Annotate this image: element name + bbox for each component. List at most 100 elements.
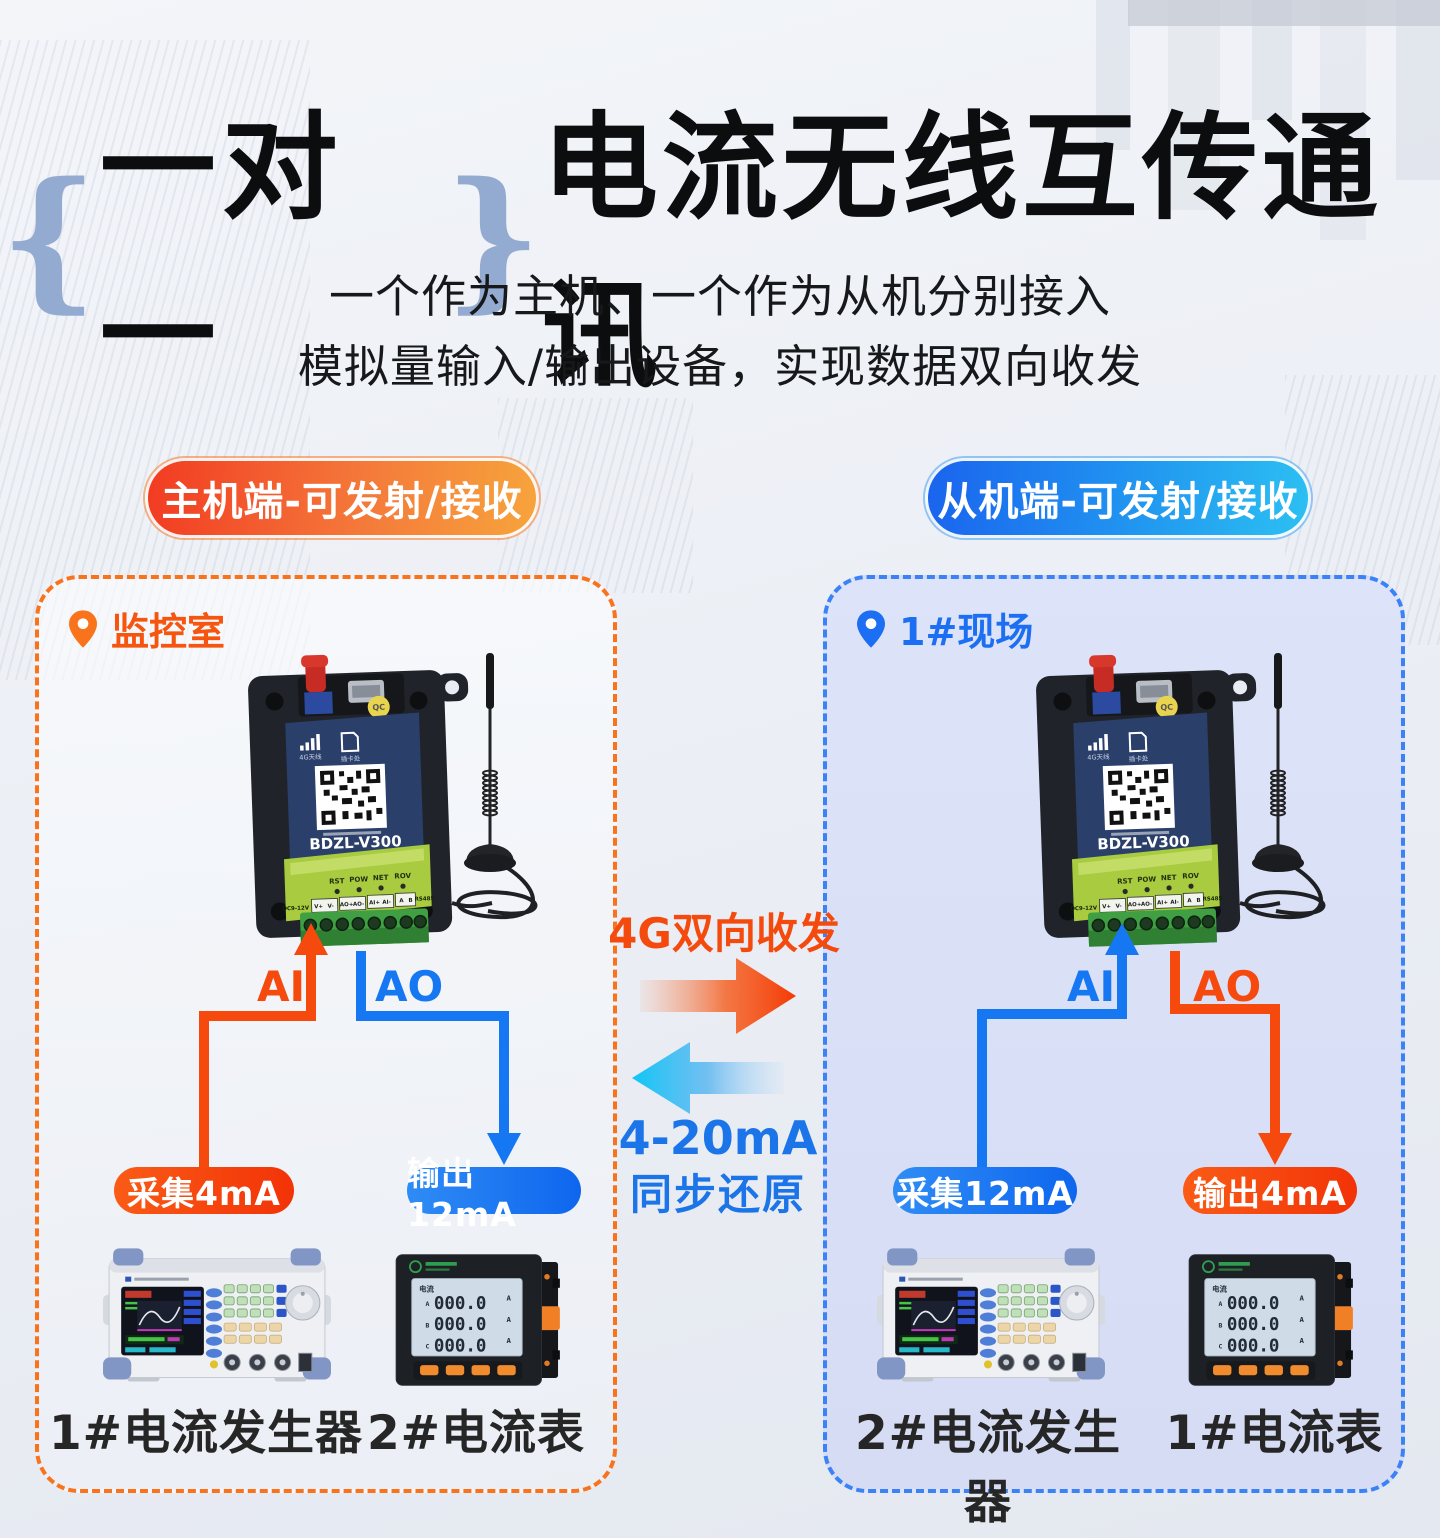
svg-text:V-: V- <box>328 904 334 910</box>
output-pill: 输出4mA <box>1183 1167 1357 1214</box>
arrow-left-icon <box>632 1042 784 1114</box>
svg-text:000.0: 000.0 <box>1227 1336 1280 1356</box>
location-label: 监控室 <box>111 610 226 654</box>
svg-text:C: C <box>1219 1343 1223 1351</box>
svg-text:V+: V+ <box>314 904 323 910</box>
svg-text:AI+: AI+ <box>1157 900 1169 906</box>
slave-zone-box: 1#现场 <box>823 575 1405 1530</box>
svg-text:AI+: AI+ <box>369 900 381 906</box>
bnc-connectors <box>223 1352 313 1372</box>
meter-slot: 电流 A 000.0 A B 000.0 A C 000.0 A <box>1177 1251 1365 1389</box>
qc-sticker <box>367 695 390 718</box>
generator-screen <box>895 1286 978 1356</box>
title-rest: 电流无线互传通讯 <box>541 101 1382 404</box>
svg-text:C: C <box>426 1343 430 1351</box>
svg-text:RST: RST <box>1117 877 1133 886</box>
title-brace-left: { <box>0 148 98 327</box>
slave-badge: 从机端-可发射/接收 <box>925 458 1311 538</box>
led-labels: RST POW NET ROV <box>329 872 412 886</box>
generator-keypad <box>997 1284 1061 1344</box>
svg-text:POW: POW <box>1137 875 1156 884</box>
svg-text:POW: POW <box>349 875 368 884</box>
current-generator-image <box>103 1248 331 1382</box>
meter-lcd: 电流 A 000.0 A B 000.0 A C 000.0 A <box>411 1278 523 1357</box>
svg-text:电流: 电流 <box>1212 1284 1227 1293</box>
location-row-left: 监控室 <box>67 601 225 656</box>
current-generator-image <box>877 1248 1105 1382</box>
subtitle: 一个作为主机、一个作为从机分别接入 模拟量输入/输出设备，实现数据双向收发 <box>0 262 1440 402</box>
svg-text:A: A <box>507 1294 512 1303</box>
current-meter-image: 电流 A 000.0 A B 000.0 A C 000.0 A <box>1188 1254 1353 1386</box>
svg-text:V-: V- <box>1116 904 1122 910</box>
output-pill: 输出12mA <box>407 1154 581 1234</box>
subtitle-line2: 模拟量输入/输出设备，实现数据双向收发 <box>297 339 1143 393</box>
generator-slot <box>875 1244 1107 1391</box>
svg-text:B: B <box>426 1321 430 1329</box>
antenna-label: 4G天线 <box>299 752 322 762</box>
title-brace-right: } <box>444 148 542 327</box>
svg-text:000.0: 000.0 <box>434 1315 487 1335</box>
generator-keypad <box>223 1284 287 1344</box>
range-label: 4-20mA <box>618 1111 818 1165</box>
soft-key-buttons <box>205 1288 223 1358</box>
terminal-labels: DC9-12V V+ V- AO+ AO- AI+ AI- A B RS485 <box>282 892 435 913</box>
generator-label: 1#电流发生器 <box>48 1406 364 1461</box>
arrow-right-icon <box>640 958 796 1034</box>
terminal-block-icon <box>1087 908 1217 947</box>
master-zone-box: 监控室 <box>35 575 617 1493</box>
ai-label: AI <box>257 962 306 1011</box>
svg-text:AO-: AO- <box>1141 902 1153 908</box>
svg-text:A: A <box>1187 898 1192 904</box>
svg-text:QC: QC <box>1160 703 1173 712</box>
svg-text:A: A <box>1300 1294 1305 1303</box>
svg-text:QC: QC <box>372 703 385 712</box>
meter-logo-icon <box>409 1260 457 1274</box>
svg-text:000.0: 000.0 <box>434 1336 487 1356</box>
svg-text:DC9-12V: DC9-12V <box>1070 905 1098 912</box>
svg-text:DC9-12V: DC9-12V <box>282 905 310 912</box>
led-labels: RST POW NET ROV <box>1117 872 1200 886</box>
svg-text:电流: 电流 <box>419 1284 434 1293</box>
signal-bars-icon <box>300 733 321 751</box>
svg-text:RS485: RS485 <box>1203 896 1223 903</box>
gateway-model-label: BDZL-V300 <box>1097 832 1190 853</box>
ao-label: AO <box>375 962 444 1011</box>
qc-sticker <box>1155 695 1178 718</box>
meter-buttons <box>1213 1365 1309 1376</box>
generator-screen <box>121 1286 204 1356</box>
svg-text:000.0: 000.0 <box>1227 1315 1280 1335</box>
qr-code-icon <box>314 763 387 836</box>
signal-bars-icon <box>1088 733 1109 751</box>
sim-label: 插卡处 <box>1129 754 1149 764</box>
svg-text:A: A <box>1300 1336 1305 1345</box>
svg-text:AI-: AI- <box>382 900 391 906</box>
meter-label: 2#电流表 <box>366 1406 586 1461</box>
ao-label: AO <box>1193 962 1262 1011</box>
sync-label: 同步还原 <box>629 1169 806 1219</box>
title-highlight: 一对一 <box>99 101 344 404</box>
gateway-device-image: QC 4G天线 插卡处 <box>248 653 538 947</box>
generator-label: 2#电流发生器 <box>854 1406 1122 1530</box>
meter-lcd: 电流 A 000.0 A B 000.0 A C 000.0 A <box>1204 1278 1316 1357</box>
terminal-labels: DC9-12V V+ V- AO+ AO- AI+ AI- A B RS485 <box>1070 892 1223 913</box>
meter-buttons <box>420 1365 516 1376</box>
soft-key-buttons <box>979 1288 997 1358</box>
whip-antenna-icon <box>451 653 538 920</box>
svg-text:A: A <box>426 1300 430 1308</box>
svg-text:RST: RST <box>329 877 345 886</box>
terminal-block-icon <box>299 908 429 947</box>
current-meter-image: 电流 A 000.0 A B 000.0 A C 000.0 A <box>395 1254 560 1386</box>
svg-text:V+: V+ <box>1102 904 1111 910</box>
svg-text:NET: NET <box>1161 874 1177 883</box>
svg-text:AO-: AO- <box>353 902 365 908</box>
gateway-body: QC 4G天线 插卡处 <box>1036 654 1257 947</box>
svg-text:B: B <box>408 898 412 904</box>
meter-label: 1#电流表 <box>1165 1406 1384 1461</box>
svg-text:A: A <box>507 1336 512 1345</box>
antenna-label: 4G天线 <box>1087 752 1110 762</box>
svg-text:000.0: 000.0 <box>434 1294 487 1314</box>
middle-top-label: 4G双向收发 <box>608 909 840 958</box>
gateway-slot: QC 4G天线 插卡处 <box>244 651 554 951</box>
meter-slot: 电流 A 000.0 A B 000.0 A C 000.0 A <box>384 1251 572 1389</box>
